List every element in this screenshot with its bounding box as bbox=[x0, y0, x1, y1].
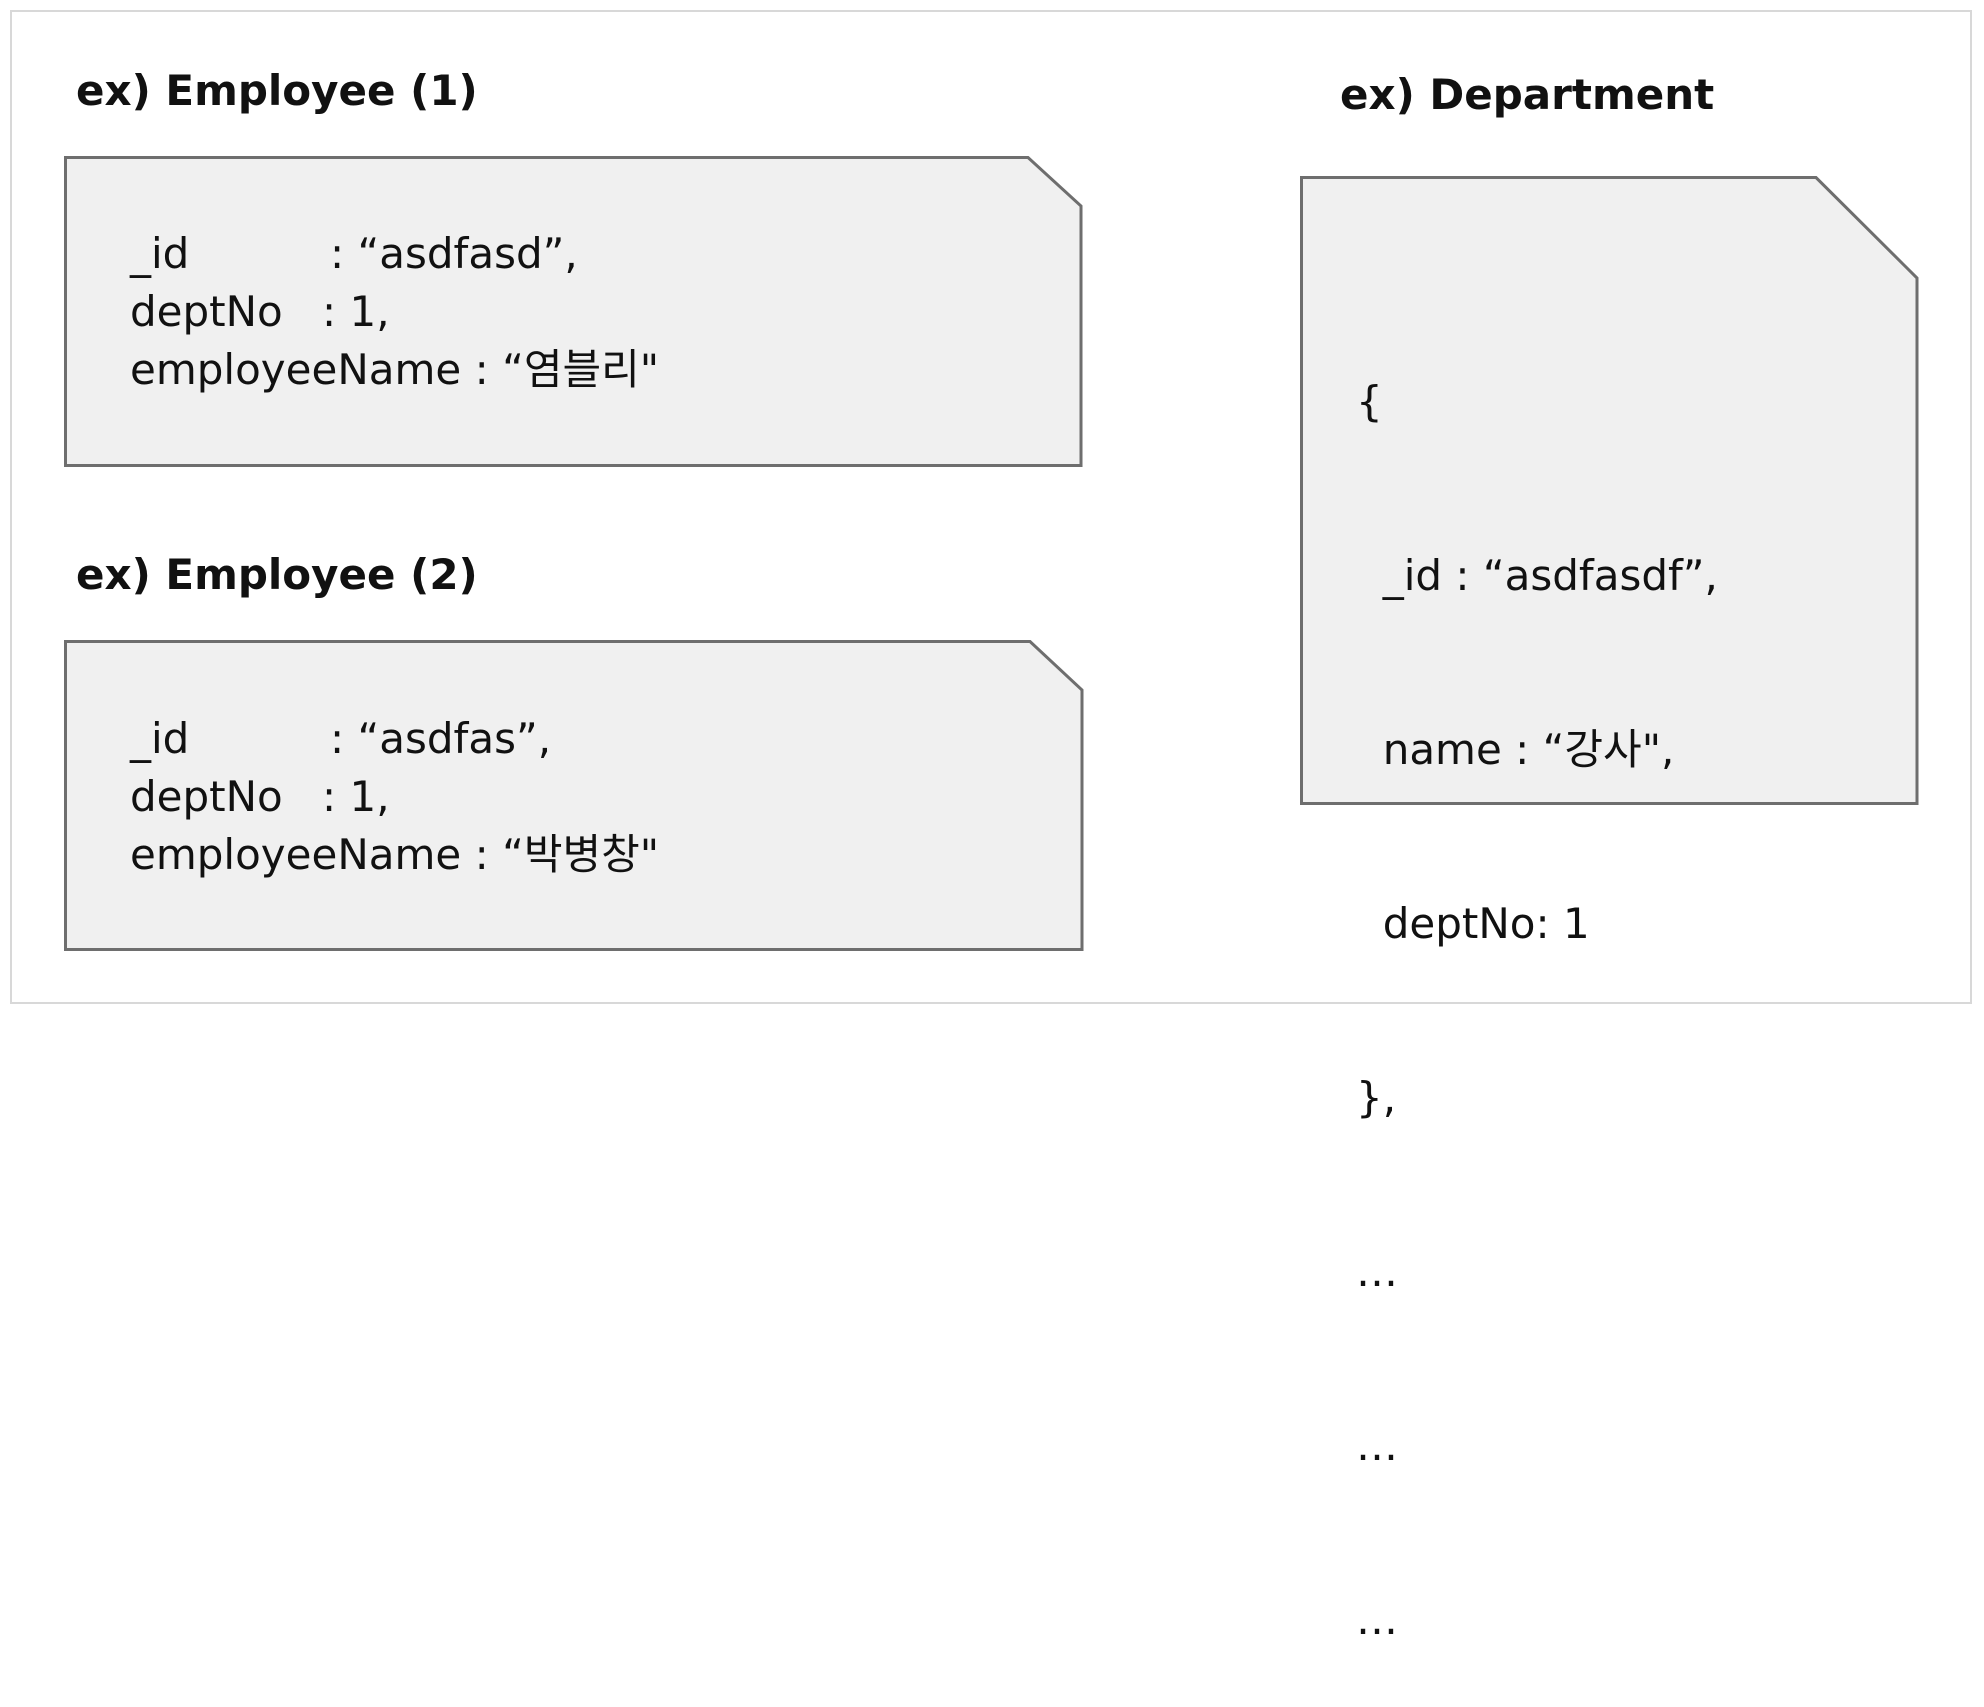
field-value: : “염블리" bbox=[461, 345, 660, 394]
employee-2-fields: _id : “asdfas”, deptNo : 1, employeeName… bbox=[130, 710, 659, 884]
employee-1-note-shape bbox=[64, 156, 1083, 467]
employee-1-field-deptno: deptNo : 1, bbox=[130, 283, 659, 341]
employee-2-title: ex) Employee (2) bbox=[76, 550, 478, 599]
employee-1-fields: _id : “asdfasd”, deptNo : 1, employeeNam… bbox=[130, 225, 659, 399]
field-key: employeeName bbox=[130, 345, 462, 394]
field-value: : 1, bbox=[322, 287, 390, 336]
department-line: … bbox=[1356, 1595, 1398, 1644]
employee-2-note-shape bbox=[64, 640, 1084, 951]
field-key: _id bbox=[130, 714, 190, 763]
field-key: employeeName bbox=[130, 830, 462, 879]
employee-2-field-deptno: deptNo : 1, bbox=[130, 768, 659, 826]
field-value: : “asdfas”, bbox=[330, 714, 552, 763]
employee-2-field-id: _id : “asdfas”, bbox=[130, 710, 659, 768]
department-line: name : “강사", bbox=[1356, 725, 1675, 774]
department-line: … bbox=[1356, 1247, 1398, 1296]
department-note-shape bbox=[1300, 176, 1919, 805]
field-value: : “asdfasd”, bbox=[330, 229, 578, 278]
employee-1-field-name: employeeName : “염블리" bbox=[130, 341, 659, 399]
field-value: : 1, bbox=[322, 772, 390, 821]
field-key: deptNo bbox=[130, 287, 283, 336]
department-line: … bbox=[1356, 1421, 1398, 1470]
employee-1-title: ex) Employee (1) bbox=[76, 66, 478, 115]
field-value: : “박병창" bbox=[461, 830, 660, 879]
department-title: ex) Department bbox=[1340, 70, 1715, 119]
department-line: }, bbox=[1356, 1073, 1397, 1122]
department-line: _id : “asdfasdf”, bbox=[1356, 551, 1718, 600]
department-line: { bbox=[1356, 377, 1383, 426]
field-key: _id bbox=[130, 229, 190, 278]
field-key: deptNo bbox=[130, 772, 283, 821]
department-fields: { _id : “asdfasdf”, name : “강사", deptNo:… bbox=[1356, 257, 1718, 1707]
employee-1-field-id: _id : “asdfasd”, bbox=[130, 225, 659, 283]
employee-2-field-name: employeeName : “박병창" bbox=[130, 826, 659, 884]
department-line: deptNo: 1 bbox=[1356, 899, 1590, 948]
